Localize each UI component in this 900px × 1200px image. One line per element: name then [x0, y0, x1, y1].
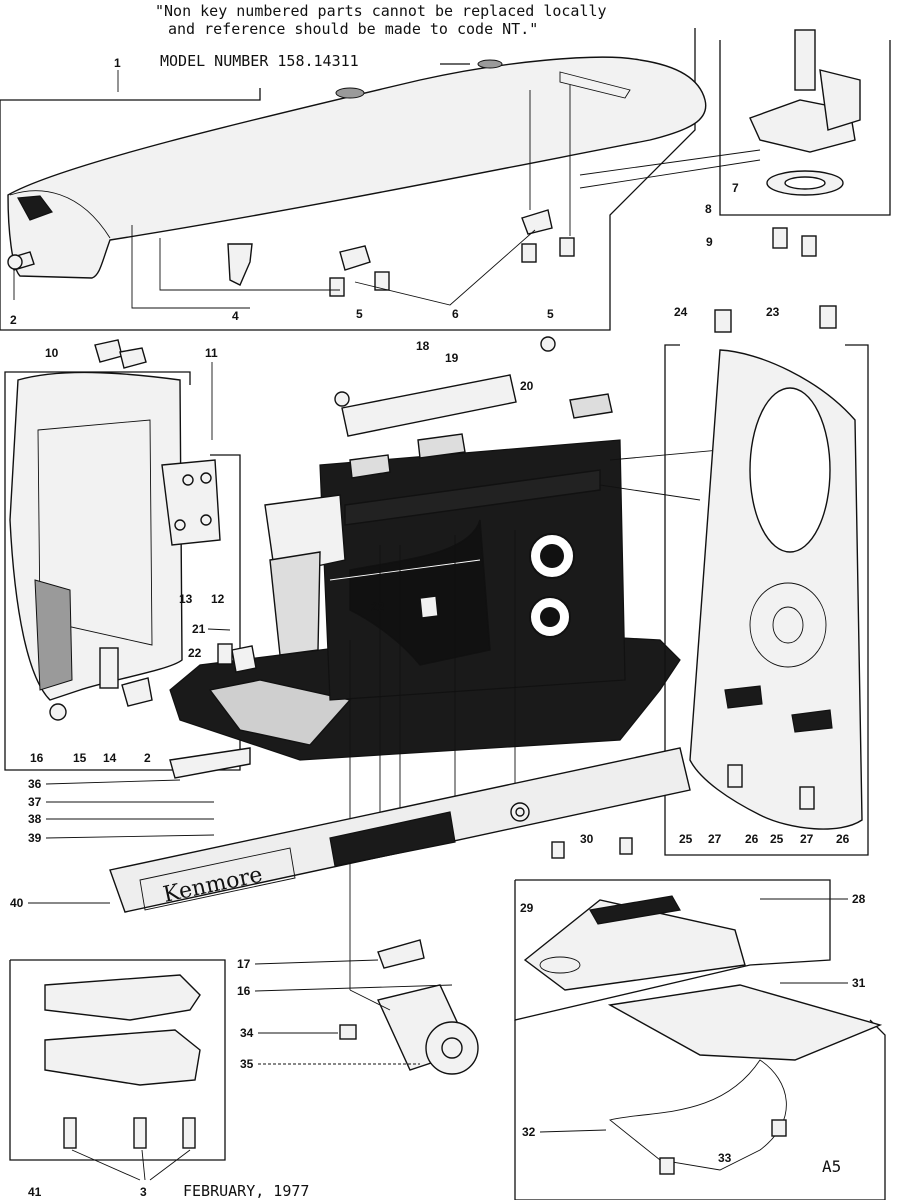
callout-10: 10	[45, 346, 59, 360]
callout-5: 5	[356, 307, 363, 321]
callout-24: 24	[674, 305, 688, 319]
callout-6: 6	[452, 307, 459, 321]
top-cover	[7, 56, 707, 279]
parts-note-line-2: and reference should be made to code NT.…	[168, 20, 539, 38]
callout-17: 17	[237, 957, 251, 971]
callout-1: 1	[114, 56, 121, 70]
callout-16: 16	[237, 984, 251, 998]
callout-12: 12	[211, 592, 225, 606]
callout-32: 32	[522, 1125, 536, 1139]
end-cover-frame	[4, 339, 241, 771]
callout-5: 5	[547, 307, 554, 321]
callout-31: 31	[852, 976, 866, 990]
callout-23: 23	[766, 305, 780, 319]
callout-35: 35	[240, 1057, 254, 1071]
callout-28: 28	[852, 892, 866, 906]
callout-20: 20	[520, 379, 534, 393]
callout-19: 19	[445, 351, 459, 365]
callout-27: 27	[708, 832, 722, 846]
callout-8: 8	[705, 202, 712, 216]
needle-plate-frame	[514, 837, 831, 1021]
side-plate-frame	[664, 305, 869, 856]
publication-date: FEBRUARY, 1977	[183, 1182, 309, 1200]
callout-38: 38	[28, 812, 42, 826]
callout-41: 41	[28, 1185, 42, 1199]
callout-37: 37	[28, 795, 42, 809]
callout-18: 18	[416, 339, 430, 353]
callout-16: 16	[30, 751, 44, 765]
callout-36: 36	[28, 777, 42, 791]
hook-assembly-frame	[579, 29, 891, 257]
callout-21: 21	[192, 622, 206, 636]
callout-13: 13	[179, 592, 193, 606]
callout-4: 4	[232, 309, 239, 323]
callout-26: 26	[836, 832, 850, 846]
callout-26: 26	[745, 832, 759, 846]
callout-39: 39	[28, 831, 42, 845]
callout-33: 33	[718, 1151, 732, 1165]
page-code: A5	[822, 1157, 841, 1176]
callout-2: 2	[144, 751, 151, 765]
model-number: MODEL NUMBER 158.14311	[160, 52, 359, 70]
callout-40: 40	[10, 896, 24, 910]
callout-27: 27	[800, 832, 814, 846]
callout-7: 7	[732, 181, 739, 195]
callout-25: 25	[770, 832, 784, 846]
top-cover-screws	[7, 85, 575, 309]
callout-2: 2	[10, 313, 17, 327]
callout-34: 34	[240, 1026, 254, 1040]
callout-25: 25	[679, 832, 693, 846]
callout-11: 11	[205, 346, 218, 360]
callout-15: 15	[73, 751, 87, 765]
callout-14: 14	[103, 751, 117, 765]
base-plates-frame	[9, 959, 226, 1161]
callout-9: 9	[706, 235, 713, 249]
callout-22: 22	[371, 600, 385, 614]
callout-30: 30	[580, 832, 594, 846]
callout-3: 3	[140, 1185, 147, 1199]
motor	[339, 939, 479, 1075]
callout-29: 29	[520, 901, 534, 915]
machine-body	[169, 336, 681, 761]
callout-labels: 1 2 4 5 6 5 7 8 9 10 11 12 13 16 15 14 2…	[10, 56, 866, 1199]
callout-22: 22	[188, 646, 202, 660]
slide-plate-frame	[514, 984, 886, 1200]
parts-note-line-1: "Non key numbered parts cannot be replac…	[155, 2, 607, 20]
front-nameplate	[109, 747, 691, 913]
